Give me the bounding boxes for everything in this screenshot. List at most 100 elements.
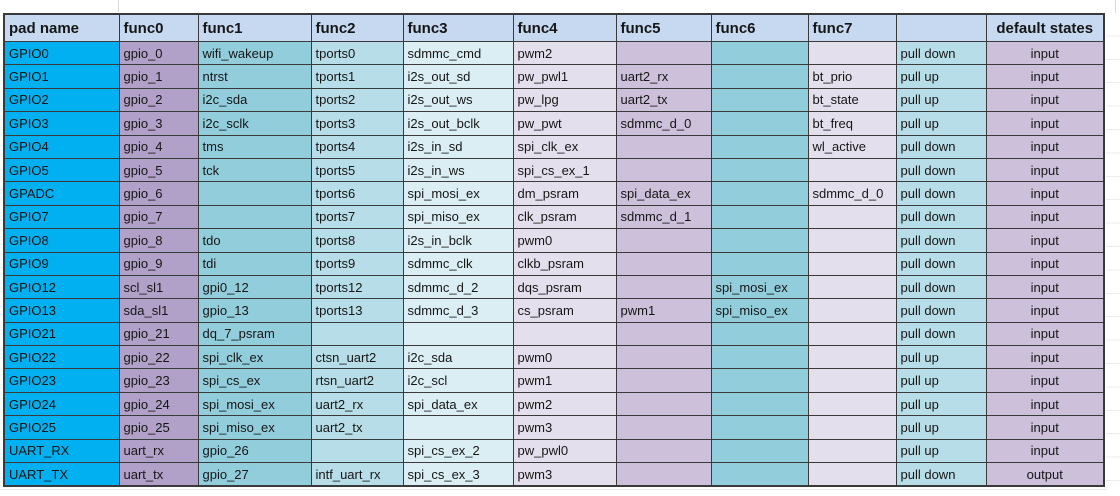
cell-func5[interactable]: uart2_tx [615, 87, 712, 113]
cell-func5[interactable] [615, 345, 712, 370]
cell-func2[interactable]: tports6 [310, 181, 404, 206]
cell-func6[interactable] [710, 87, 809, 113]
cell-func2[interactable]: tports12 [310, 274, 404, 300]
cell-func7[interactable] [807, 157, 897, 183]
cell-func4[interactable]: pwm0 [512, 228, 617, 253]
cell-func3[interactable]: spi_cs_ex_3 [402, 462, 514, 487]
cell-func2[interactable]: intf_uart_rx [310, 462, 404, 487]
cell-func3[interactable] [402, 321, 514, 347]
cell-func1[interactable]: tck [197, 157, 312, 183]
cell-func7[interactable]: sdmmc_d_0 [807, 181, 897, 206]
cell-func6[interactable]: spi_miso_ex [710, 298, 809, 323]
column-header-pad_name[interactable]: pad name [3, 13, 120, 42]
cell-func2[interactable]: uart2_tx [310, 415, 404, 440]
column-header-func6[interactable]: func6 [710, 13, 809, 42]
cell-func5[interactable] [615, 321, 712, 347]
cell-default_states[interactable]: input [985, 111, 1105, 136]
cell-func0[interactable]: gpio_23 [118, 368, 199, 393]
cell-pad_name[interactable]: GPIO12 [3, 274, 120, 300]
cell-func3[interactable]: i2s_in_sd [402, 134, 514, 159]
cell-func3[interactable]: i2c_sda [402, 345, 514, 370]
cell-func6[interactable] [710, 134, 809, 159]
cell-func5[interactable]: sdmmc_d_0 [615, 111, 712, 136]
cell-default_states[interactable]: input [985, 134, 1105, 159]
cell-func4[interactable]: pwm2 [512, 40, 617, 66]
cell-pull_state[interactable]: pull down [895, 462, 987, 487]
cell-func6[interactable] [710, 251, 809, 276]
cell-func3[interactable]: sdmmc_cmd [402, 40, 514, 66]
cell-func6[interactable]: spi_mosi_ex [710, 274, 809, 300]
cell-func1[interactable]: tms [197, 134, 312, 159]
cell-func4[interactable]: dm_psram [512, 181, 617, 206]
cell-func6[interactable] [710, 345, 809, 370]
cell-pull_state[interactable]: pull down [895, 274, 987, 300]
cell-func3[interactable]: sdmmc_d_3 [402, 298, 514, 323]
cell-func0[interactable]: gpio_0 [118, 40, 199, 66]
cell-func7[interactable]: bt_prio [807, 64, 897, 89]
cell-pad_name[interactable]: GPIO13 [3, 298, 120, 323]
cell-func6[interactable] [710, 228, 809, 253]
cell-pull_state[interactable]: pull down [895, 40, 987, 66]
cell-func4[interactable]: clkb_psram [512, 251, 617, 276]
cell-func0[interactable]: gpio_5 [118, 157, 199, 183]
cell-default_states[interactable]: input [985, 251, 1105, 276]
cell-pad_name[interactable]: GPIO3 [3, 111, 120, 136]
cell-func4[interactable]: dqs_psram [512, 274, 617, 300]
cell-func6[interactable] [710, 391, 809, 417]
cell-pull_state[interactable]: pull up [895, 391, 987, 417]
cell-func5[interactable]: spi_data_ex [615, 181, 712, 206]
column-header-func0[interactable]: func0 [118, 13, 199, 42]
cell-default_states[interactable]: input [985, 87, 1105, 113]
cell-func6[interactable] [710, 40, 809, 66]
cell-func2[interactable]: tports5 [310, 157, 404, 183]
cell-func3[interactable]: i2s_out_ws [402, 87, 514, 113]
cell-func5[interactable] [615, 134, 712, 159]
cell-func6[interactable] [710, 415, 809, 440]
cell-default_states[interactable]: input [985, 40, 1105, 66]
cell-func5[interactable] [615, 415, 712, 440]
cell-func0[interactable]: gpio_4 [118, 134, 199, 159]
cell-func3[interactable]: spi_data_ex [402, 391, 514, 417]
cell-func4[interactable]: spi_cs_ex_1 [512, 157, 617, 183]
cell-func4[interactable]: clk_psram [512, 204, 617, 230]
cell-func3[interactable]: sdmmc_clk [402, 251, 514, 276]
cell-func4[interactable]: pw_pwl0 [512, 438, 617, 464]
cell-func4[interactable]: pwm2 [512, 391, 617, 417]
cell-func3[interactable]: spi_cs_ex_2 [402, 438, 514, 464]
cell-func7[interactable] [807, 462, 897, 487]
cell-func4[interactable]: pw_pwl1 [512, 64, 617, 89]
cell-func4[interactable]: pwm0 [512, 345, 617, 370]
cell-pull_state[interactable]: pull up [895, 345, 987, 370]
cell-func0[interactable]: uart_tx [118, 462, 199, 487]
cell-func4[interactable]: pwm3 [512, 462, 617, 487]
cell-default_states[interactable]: input [985, 368, 1105, 393]
cell-pad_name[interactable]: GPIO1 [3, 64, 120, 89]
cell-func1[interactable]: gpio_27 [197, 462, 312, 487]
cell-pad_name[interactable]: GPIO9 [3, 251, 120, 276]
cell-func1[interactable]: spi_clk_ex [197, 345, 312, 370]
cell-pad_name[interactable]: UART_RX [3, 438, 120, 464]
cell-func4[interactable]: spi_clk_ex [512, 134, 617, 159]
cell-pad_name[interactable]: GPIO25 [3, 415, 120, 440]
cell-func6[interactable] [710, 181, 809, 206]
cell-func2[interactable]: tports0 [310, 40, 404, 66]
cell-pad_name[interactable]: GPIO8 [3, 228, 120, 253]
cell-func5[interactable] [615, 274, 712, 300]
cell-func5[interactable] [615, 157, 712, 183]
cell-func1[interactable]: ntrst [197, 64, 312, 89]
cell-pull_state[interactable]: pull down [895, 228, 987, 253]
cell-func0[interactable]: gpio_21 [118, 321, 199, 347]
cell-func3[interactable]: i2c_scl [402, 368, 514, 393]
cell-default_states[interactable]: input [985, 181, 1105, 206]
cell-func5[interactable] [615, 228, 712, 253]
cell-func1[interactable] [197, 181, 312, 206]
cell-pad_name[interactable]: GPIO2 [3, 87, 120, 113]
cell-default_states[interactable]: input [985, 298, 1105, 323]
cell-func5[interactable] [615, 438, 712, 464]
cell-func3[interactable] [402, 415, 514, 440]
cell-pad_name[interactable]: GPIO0 [3, 40, 120, 66]
cell-default_states[interactable]: input [985, 157, 1105, 183]
cell-func6[interactable] [710, 157, 809, 183]
cell-func7[interactable] [807, 438, 897, 464]
cell-func6[interactable] [710, 438, 809, 464]
